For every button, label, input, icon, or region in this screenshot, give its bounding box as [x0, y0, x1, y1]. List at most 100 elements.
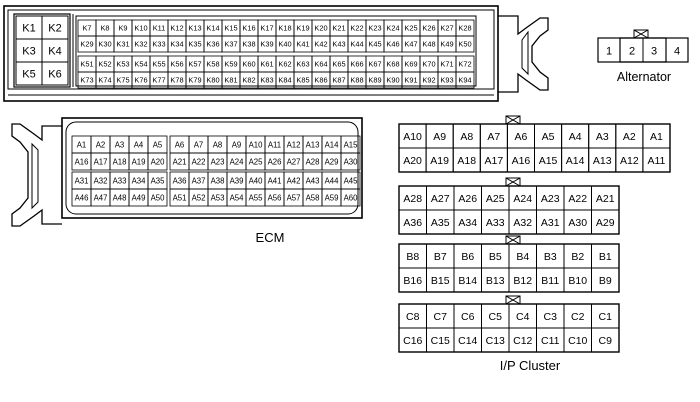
- pin-label: C12: [513, 335, 532, 347]
- pin-label: A36: [403, 217, 422, 229]
- pin-label: A8: [213, 140, 223, 149]
- pin-label: B12: [513, 275, 532, 287]
- pin-label: A47: [94, 193, 108, 202]
- pin-label: K14: [206, 24, 219, 33]
- pin-cell: [455, 35, 475, 53]
- pin-label: K44: [350, 40, 363, 49]
- pin-label: A19: [430, 155, 449, 167]
- pin-label: K12: [170, 24, 183, 33]
- pin-label: K91: [404, 76, 417, 85]
- pin-label: K92: [422, 76, 435, 85]
- pin-label: K4: [48, 45, 61, 57]
- pin-cell: [591, 209, 620, 235]
- pin-label: A17: [485, 155, 504, 167]
- pin-label: K60: [242, 60, 255, 69]
- pin-label: K48: [422, 40, 435, 49]
- pin-label: K32: [134, 40, 147, 49]
- pin-label: K58: [206, 60, 219, 69]
- pin-label: A14: [566, 155, 585, 167]
- pin-label: A7: [487, 131, 500, 143]
- lock-icon-cross: [505, 115, 521, 125]
- pin-label: K11: [153, 24, 166, 33]
- pin-label: A34: [458, 217, 477, 229]
- pin-label: K47: [404, 40, 417, 49]
- pin-label: K80: [206, 76, 219, 85]
- pin-label: A24: [513, 193, 532, 205]
- pin-label: A17: [94, 157, 108, 166]
- pin-label: K56: [170, 60, 183, 69]
- pin-label: K43: [332, 40, 345, 49]
- pin-label: K5: [22, 68, 35, 80]
- pin-label: A44: [325, 176, 340, 185]
- pin-label: K9: [118, 24, 127, 33]
- pin-label: A2: [623, 131, 636, 143]
- ecm-label: ECM: [256, 230, 285, 245]
- pin-label: B2: [571, 251, 584, 263]
- pin-label: B4: [516, 251, 529, 263]
- lock-icon: [505, 115, 521, 125]
- pin-label: K10: [134, 24, 147, 33]
- pin-label: K22: [350, 24, 363, 33]
- pin-label: K87: [332, 76, 345, 85]
- lock-icon: [505, 235, 521, 245]
- pin-label: K21: [332, 24, 345, 33]
- pin-label: K39: [260, 40, 273, 49]
- pin-label: K42: [314, 40, 327, 49]
- pin-label: C15: [431, 335, 450, 347]
- pin-label: A1: [650, 131, 663, 143]
- pin-label: C5: [489, 311, 503, 323]
- pin-label: K68: [386, 60, 399, 69]
- pin-label: B10: [568, 275, 587, 287]
- k-connector-inner: [7, 9, 495, 90]
- pin-label: K45: [368, 40, 381, 49]
- pin-label: C10: [568, 335, 587, 347]
- pin-label: K57: [188, 60, 201, 69]
- pin-label: K90: [386, 76, 399, 85]
- pin-label: C2: [571, 311, 585, 323]
- pin-label: C13: [486, 335, 505, 347]
- pin-label: K55: [152, 60, 165, 69]
- pin-label: K20: [314, 24, 327, 33]
- pin-label: K88: [350, 76, 363, 85]
- alternator-pin-label: 3: [651, 46, 657, 58]
- pin-cell: [642, 147, 671, 173]
- pin-label: K53: [116, 60, 129, 69]
- pin-label: K28: [458, 24, 471, 33]
- pin-label: A43: [306, 176, 320, 185]
- pin-label: A10: [249, 140, 264, 149]
- pin-label: A11: [647, 155, 665, 167]
- pin-label: K76: [134, 76, 147, 85]
- pin-label: K84: [278, 76, 291, 85]
- pin-label: B8: [406, 251, 419, 263]
- pin-label: K19: [296, 24, 309, 33]
- pin-label: A24: [230, 157, 245, 166]
- pin-label: K24: [386, 24, 399, 33]
- pin-label: A9: [232, 140, 242, 149]
- pin-label: K93: [440, 76, 453, 85]
- lock-icon-cross: [505, 177, 521, 187]
- alternator-lock-icon: [633, 29, 649, 39]
- pin-label: A29: [325, 157, 339, 166]
- pin-label: K46: [386, 40, 399, 49]
- pin-cell: [41, 61, 69, 86]
- pin-label: K59: [224, 60, 237, 69]
- pin-label: A20: [151, 157, 166, 166]
- alternator-pin-label: 1: [606, 46, 612, 58]
- pin-label: B15: [431, 275, 450, 287]
- pin-label: A26: [268, 157, 282, 166]
- pin-label: A30: [344, 157, 359, 166]
- alternator-label: Alternator: [617, 70, 671, 84]
- pin-label: A12: [287, 140, 301, 149]
- pin-label: A18: [457, 155, 476, 167]
- pin-label: K1: [22, 22, 35, 34]
- pin-label: A4: [569, 131, 582, 143]
- pin-label: A22: [192, 157, 206, 166]
- pin-label: K82: [242, 76, 255, 85]
